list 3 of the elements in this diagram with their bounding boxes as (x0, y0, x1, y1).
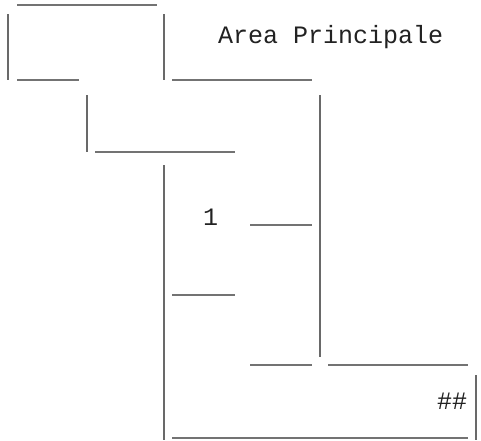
area-label: Area Principale (218, 24, 444, 49)
hash-mark: ## (437, 390, 468, 415)
room-number: 1 (203, 206, 218, 231)
